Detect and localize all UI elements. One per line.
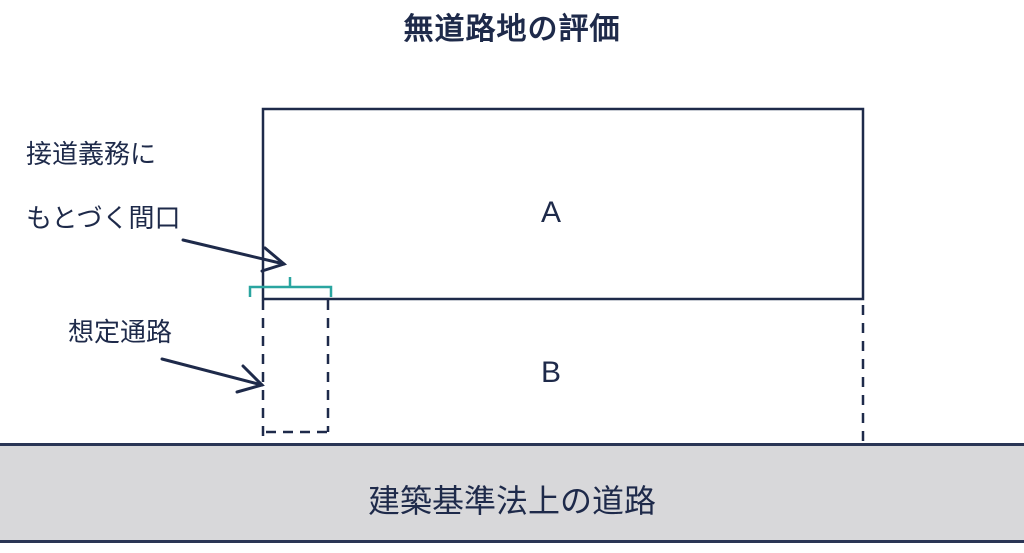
frontage-bracket	[248, 277, 333, 297]
frontage-label-line1: 接道義務に	[26, 140, 157, 170]
lot-b-label: B	[541, 356, 562, 389]
assumed-road-label: 想定通路	[68, 318, 173, 348]
frontage-label-line2: もとづく間口	[26, 204, 181, 234]
lot-a-rectangle	[261, 107, 865, 301]
diagram-title: 無道路地の評価	[403, 12, 621, 47]
lot-a-label: A	[541, 196, 562, 229]
road-label: 建築基準法上の道路	[367, 482, 656, 520]
frontage-arrow-icon	[181, 238, 288, 273]
assumed-road-arrow-icon	[160, 357, 265, 394]
public-road: 建築基準法上の道路	[0, 443, 1024, 543]
